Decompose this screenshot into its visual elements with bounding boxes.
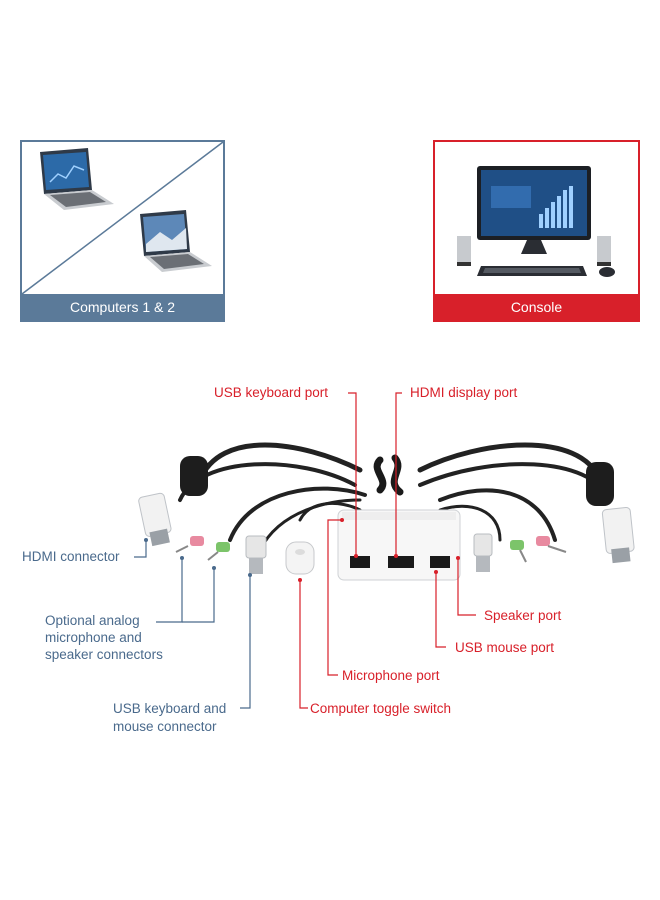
usb-connector-label-line2: mouse connector: [113, 719, 217, 734]
laptop-icon: [140, 210, 212, 272]
microphone-port-label: Microphone port: [342, 668, 440, 683]
leader-lines-blue: [134, 540, 251, 709]
speaker-port-label: Speaker port: [484, 608, 562, 623]
console-panel: Console: [433, 140, 640, 322]
analog-connectors-label-line1: Optional analog: [45, 613, 140, 628]
kvm-cable-illustration: [134, 392, 635, 709]
usb-connector-label-line1: USB keyboard and: [113, 701, 227, 716]
monitor-icon: [477, 166, 591, 254]
speaker-icon: [597, 236, 611, 266]
leader-dots-red: [298, 518, 460, 582]
mouse-icon: [599, 267, 615, 277]
computers-label: Computers 1 & 2: [22, 294, 223, 320]
toggle-switch-label: Computer toggle switch: [310, 701, 452, 716]
ferrite-core: [180, 456, 208, 496]
audio-plug-pink: [175, 536, 204, 553]
audio-plug-green: [207, 542, 230, 561]
console-illustration: [457, 166, 615, 277]
usb-mouse-port-label: USB mouse port: [455, 640, 555, 655]
computers-panel: Computers 1 & 2: [20, 140, 225, 322]
usb-keyboard-port-label: USB keyboard port: [214, 385, 329, 400]
cable-bundle-left: [178, 442, 367, 552]
audio-plug-green: [510, 540, 527, 563]
hdmi-display-port-label: HDMI display port: [410, 385, 518, 400]
kvm-switch-box: [337, 509, 461, 581]
toggle-switch: [285, 541, 315, 575]
hdmi-plug: [138, 492, 172, 547]
console-label: Console: [435, 294, 638, 320]
analog-connectors-label-line2: microphone and: [45, 630, 142, 645]
laptops-illustration: [22, 142, 223, 295]
usb-plug: [245, 535, 267, 574]
analog-connectors-label-line3: speaker connectors: [45, 647, 163, 662]
speaker-icon: [457, 236, 471, 266]
leader-dots-blue: [144, 538, 252, 577]
hdmi-connector-label: HDMI connector: [22, 549, 120, 564]
usb-plug: [473, 533, 493, 572]
audio-plug-pink: [536, 536, 567, 553]
keyboard-icon: [477, 266, 587, 276]
leader-lines-red: [299, 392, 476, 709]
laptop-icon: [40, 148, 114, 210]
ferrite-core: [586, 462, 614, 506]
hdmi-plug: [601, 506, 635, 564]
